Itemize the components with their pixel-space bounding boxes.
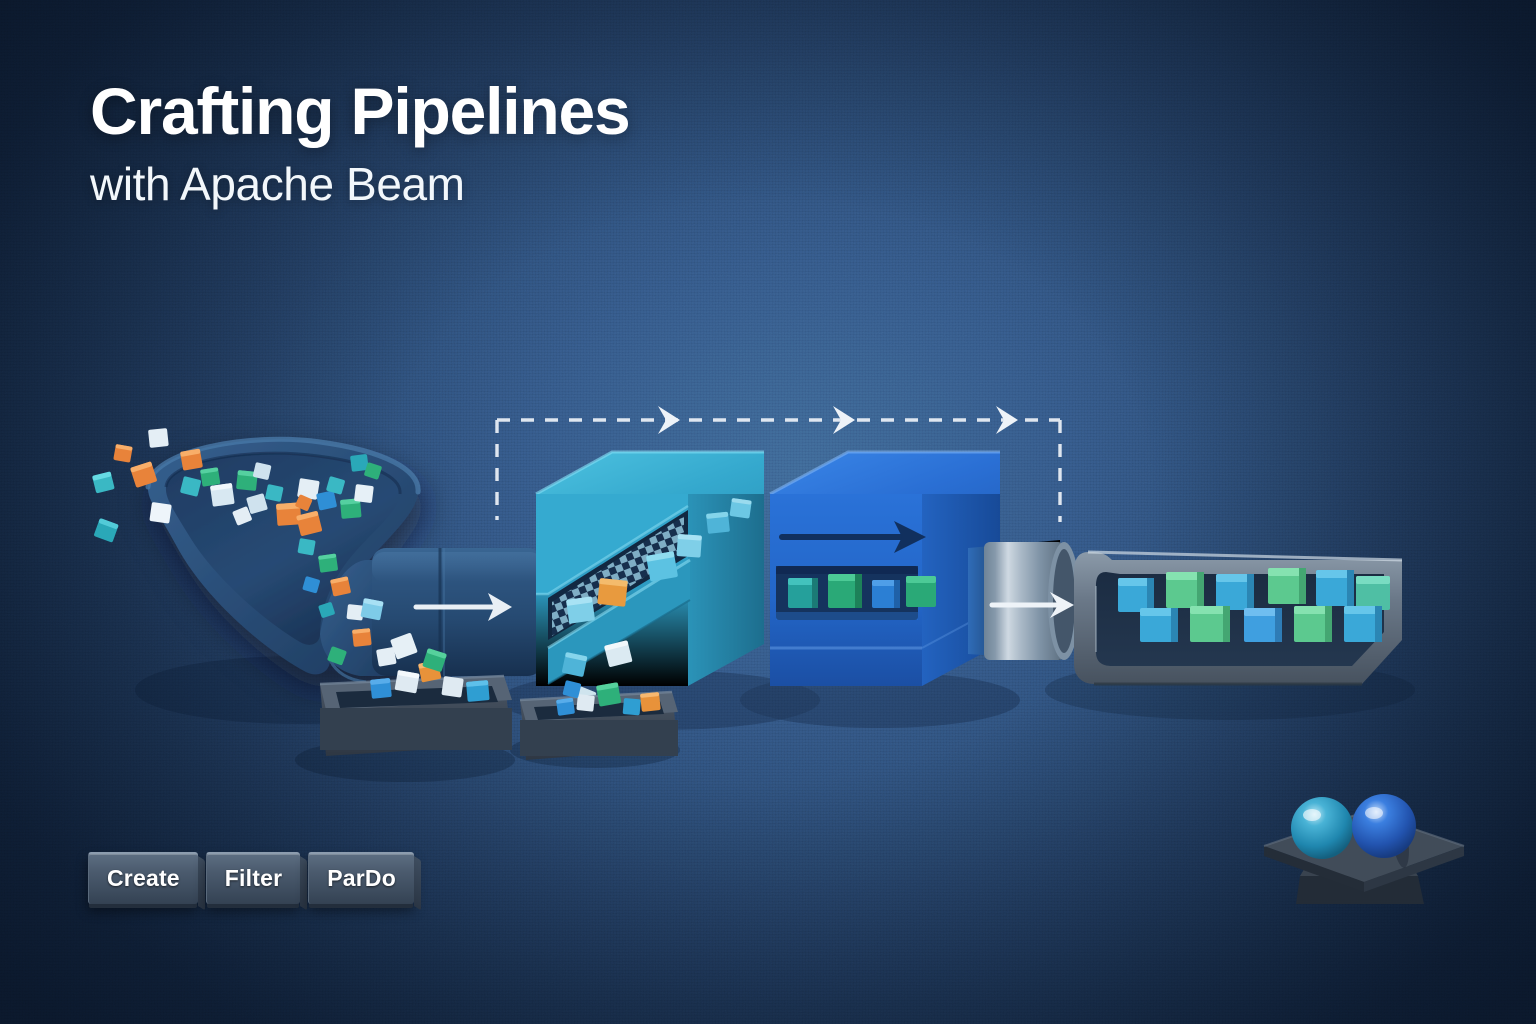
conveyor-cubes	[788, 574, 936, 608]
output-roller	[968, 540, 1080, 660]
pardo-button[interactable]: ParDo	[308, 852, 414, 904]
output-trough	[1074, 550, 1403, 686]
pardo-box	[769, 450, 1001, 686]
sphere-pair-plinth	[1263, 794, 1465, 904]
filter-box	[535, 450, 764, 708]
page-subtitle: with Apache Beam	[90, 158, 465, 211]
transform-button-group: Create Filter ParDo	[88, 852, 414, 904]
page-title: Crafting Pipelines	[90, 74, 631, 148]
filter-button[interactable]: Filter	[205, 852, 301, 904]
create-button[interactable]: Create	[88, 852, 198, 904]
output-cubes-front-row	[1140, 606, 1382, 642]
heading-block: Crafting Pipelines with Apache Beam	[90, 74, 631, 211]
